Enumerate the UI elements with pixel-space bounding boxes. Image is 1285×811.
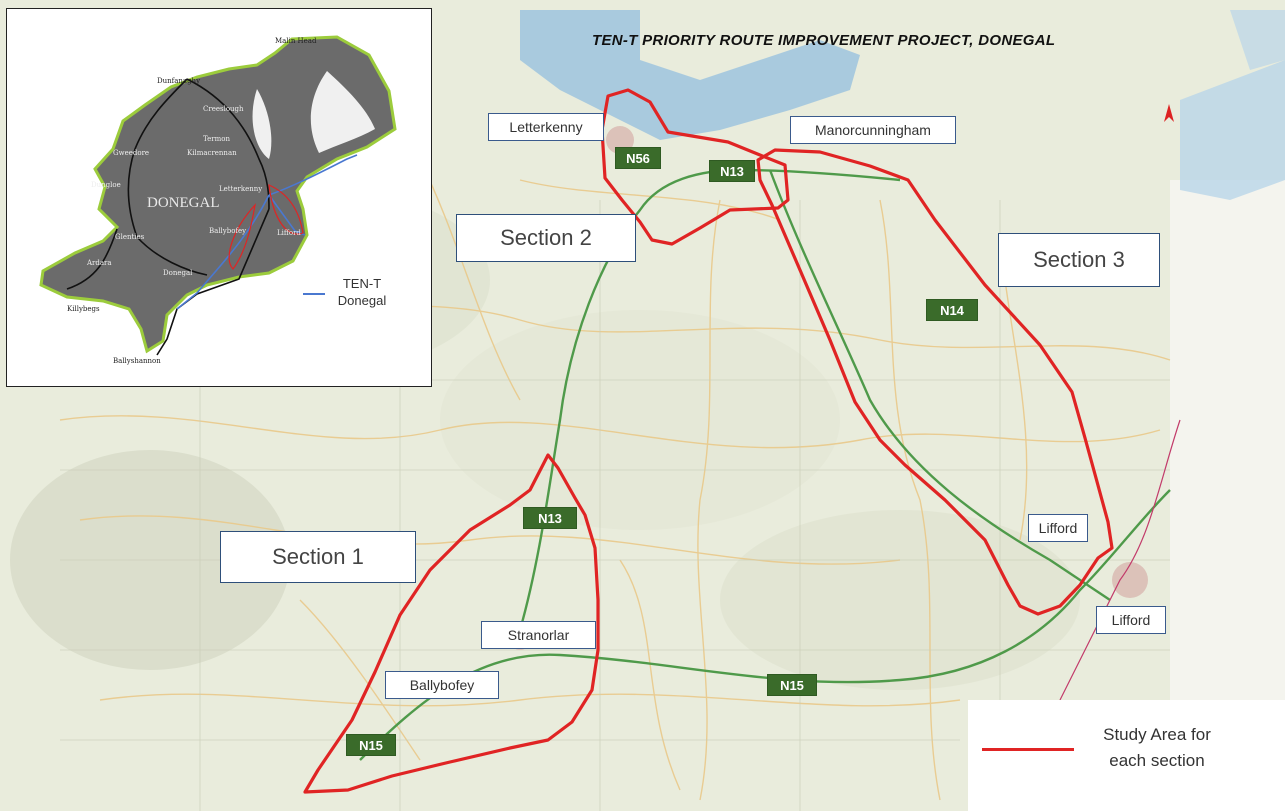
legend-study-area-label: Study Area for each section (1103, 725, 1211, 770)
road-sign-n56: N56 (615, 147, 661, 169)
inset-map-drawing (39, 35, 397, 356)
road-sign-n13: N13 (709, 160, 755, 182)
map-title: TEN-T PRIORITY ROUTE IMPROVEMENT PROJECT… (592, 32, 1056, 49)
inset-place-donegal: Donegal (163, 269, 193, 277)
road-sign-n15: N15 (767, 674, 817, 696)
inset-place-glenties: Glenties (115, 233, 145, 241)
section-label-3: Section 3 (998, 233, 1160, 287)
inset-place-kilmacrennan: Kilmacrennan (187, 149, 237, 157)
inset-place-gweedore: Gweedore (113, 149, 150, 157)
inset-place-ardara: Ardara (87, 259, 112, 267)
town-label-letterkenny: Letterkenny (488, 113, 604, 141)
inset-legend-ten-t-label: TEN-T Donegal (337, 276, 387, 308)
north-arrow-icon (1164, 104, 1174, 122)
inset-map: Malin Head Dunfanaghy Creeslough Gweedor… (6, 8, 432, 387)
inset-place-creeslough: Creeslough (203, 105, 244, 113)
study-area-section-1 (303, 453, 600, 794)
inset-legend-ten-t-line (303, 293, 325, 295)
study-area-section-3 (756, 148, 1114, 616)
section-label-1: Section 1 (220, 531, 416, 583)
road-sign-n15: N15 (346, 734, 396, 756)
inset-county-label: DONEGAL (147, 195, 220, 211)
study-area-section-2 (600, 88, 790, 246)
town-label-lifford: Lifford (1028, 514, 1088, 542)
road-sign-n13: N13 (523, 507, 577, 529)
town-label-ballybofey: Ballybofey (385, 671, 499, 699)
inset-place-dungloe: Dungloe (91, 181, 121, 189)
inset-place-ballybofey: Ballybofey (209, 227, 247, 235)
road-sign-n14: N14 (926, 299, 978, 321)
inset-place-dunfanaghy: Dunfanaghy (157, 77, 201, 85)
inset-place-killybegs: Killybegs (67, 305, 100, 313)
inset-county-shape (39, 35, 397, 354)
legend-study-area-line (982, 748, 1074, 751)
inset-place-termon: Termon (203, 135, 230, 143)
inset-place-lifford: Lifford (277, 229, 301, 237)
section-label-2: Section 2 (456, 214, 636, 262)
inset-place-ballyshannon: Ballyshannon (113, 357, 161, 365)
map-legend: Study Area for each section (968, 700, 1285, 811)
town-label-lifford: Lifford (1096, 606, 1166, 634)
inset-place-letterkenny: Letterkenny (219, 185, 263, 193)
town-label-manorcunningham: Manorcunningham (790, 116, 956, 144)
town-label-stranorlar: Stranorlar (481, 621, 596, 649)
inset-place-malin-head: Malin Head (275, 37, 317, 45)
